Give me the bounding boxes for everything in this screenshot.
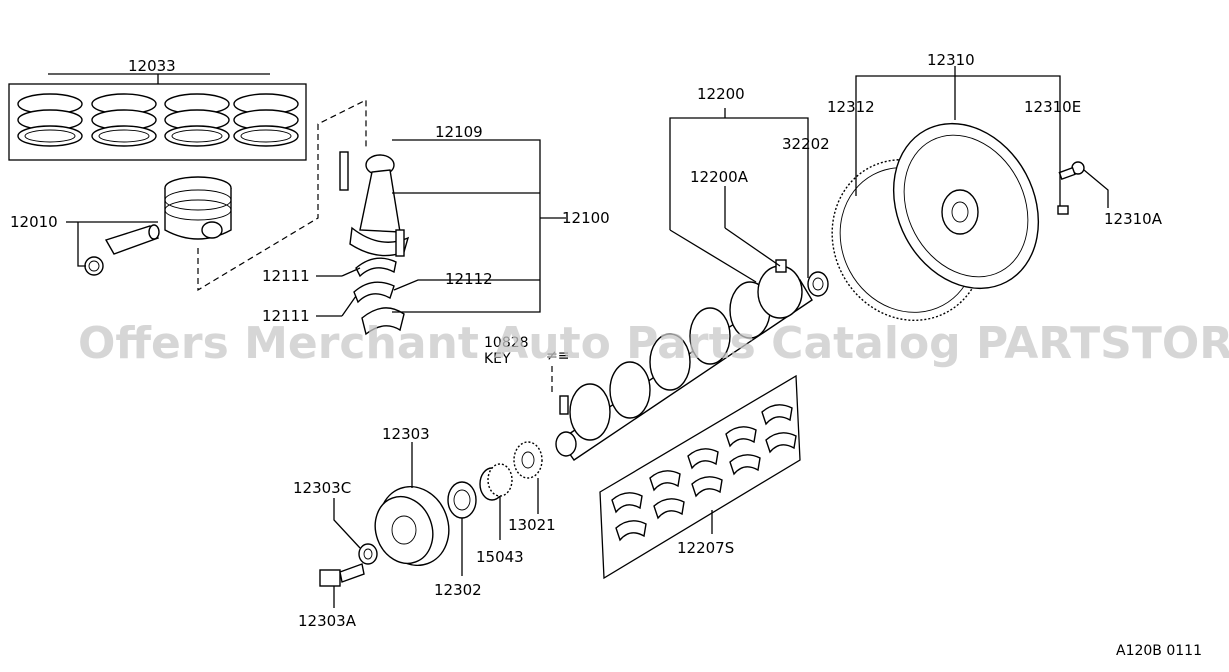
dowel-pin[interactable] xyxy=(1057,205,1069,215)
rod-cap[interactable] xyxy=(361,307,405,336)
diagram-code: A120B 0111 xyxy=(1116,643,1202,659)
ring-stack-3 xyxy=(164,93,230,147)
label-12303[interactable]: 12303 xyxy=(382,425,430,443)
label-12200A[interactable]: 12200A xyxy=(690,168,749,186)
crank-plug[interactable] xyxy=(775,259,787,273)
label-12112[interactable]: 12112 xyxy=(445,270,493,288)
label-12010[interactable]: 12010 xyxy=(10,213,58,231)
piston-ring-set[interactable] xyxy=(8,73,307,161)
front-oil-seal[interactable] xyxy=(447,481,477,519)
label-15043[interactable]: 15043 xyxy=(476,548,524,566)
label-12310[interactable]: 12310 xyxy=(927,51,975,69)
label-12207S[interactable]: 12207S xyxy=(677,539,734,557)
oil-pump-drive-gear[interactable] xyxy=(479,463,513,501)
piston-pin[interactable] xyxy=(104,224,160,255)
woodruff-key[interactable] xyxy=(559,395,569,415)
label-key: KEY xyxy=(484,351,511,367)
label-12310E[interactable]: 12310E xyxy=(1024,98,1081,116)
label-12312[interactable]: 12312 xyxy=(827,98,875,116)
rod-bearing-upper[interactable] xyxy=(355,257,397,278)
flywheel-bolt[interactable] xyxy=(1058,161,1085,181)
crankshaft[interactable] xyxy=(555,265,813,461)
label-12310A[interactable]: 12310A xyxy=(1104,210,1163,228)
label-12033[interactable]: 12033 xyxy=(128,57,176,75)
label-13021[interactable]: 13021 xyxy=(508,516,556,534)
piston[interactable] xyxy=(164,176,232,240)
watermark-text: Offers Merchant Auto Parts Catalog PARTS… xyxy=(78,318,1229,369)
pulley-washer[interactable] xyxy=(358,543,378,565)
label-12111-upper[interactable]: 12111 xyxy=(262,267,310,285)
label-12303A[interactable]: 12303A xyxy=(298,612,357,630)
label-12100[interactable]: 12100 xyxy=(562,209,610,227)
label-key-symbol: ≠≡ xyxy=(546,348,569,364)
ring-stack-2 xyxy=(91,93,157,147)
crankshaft-sprocket[interactable] xyxy=(513,441,543,479)
label-12109[interactable]: 12109 xyxy=(435,123,483,141)
connecting-rod[interactable] xyxy=(339,151,410,257)
main-bearing-set[interactable] xyxy=(599,374,801,580)
crank-pulley[interactable] xyxy=(366,477,460,575)
snap-ring[interactable] xyxy=(84,256,104,276)
label-32202[interactable]: 32202 xyxy=(782,135,830,153)
label-12200[interactable]: 12200 xyxy=(697,85,745,103)
label-12111-lower[interactable]: 12111 xyxy=(262,307,310,325)
label-12303C[interactable]: 12303C xyxy=(293,479,351,497)
pulley-bolt[interactable] xyxy=(319,563,365,587)
pilot-bushing[interactable] xyxy=(807,271,829,297)
assembly-guide-line xyxy=(197,99,367,292)
ring-stack-4 xyxy=(233,93,299,147)
ring-stack-1 xyxy=(17,93,83,147)
label-key-code: 10828 xyxy=(484,335,529,351)
label-12302[interactable]: 12302 xyxy=(434,581,482,599)
flywheel[interactable] xyxy=(866,98,1067,314)
rod-bearing-lower[interactable] xyxy=(353,281,395,304)
